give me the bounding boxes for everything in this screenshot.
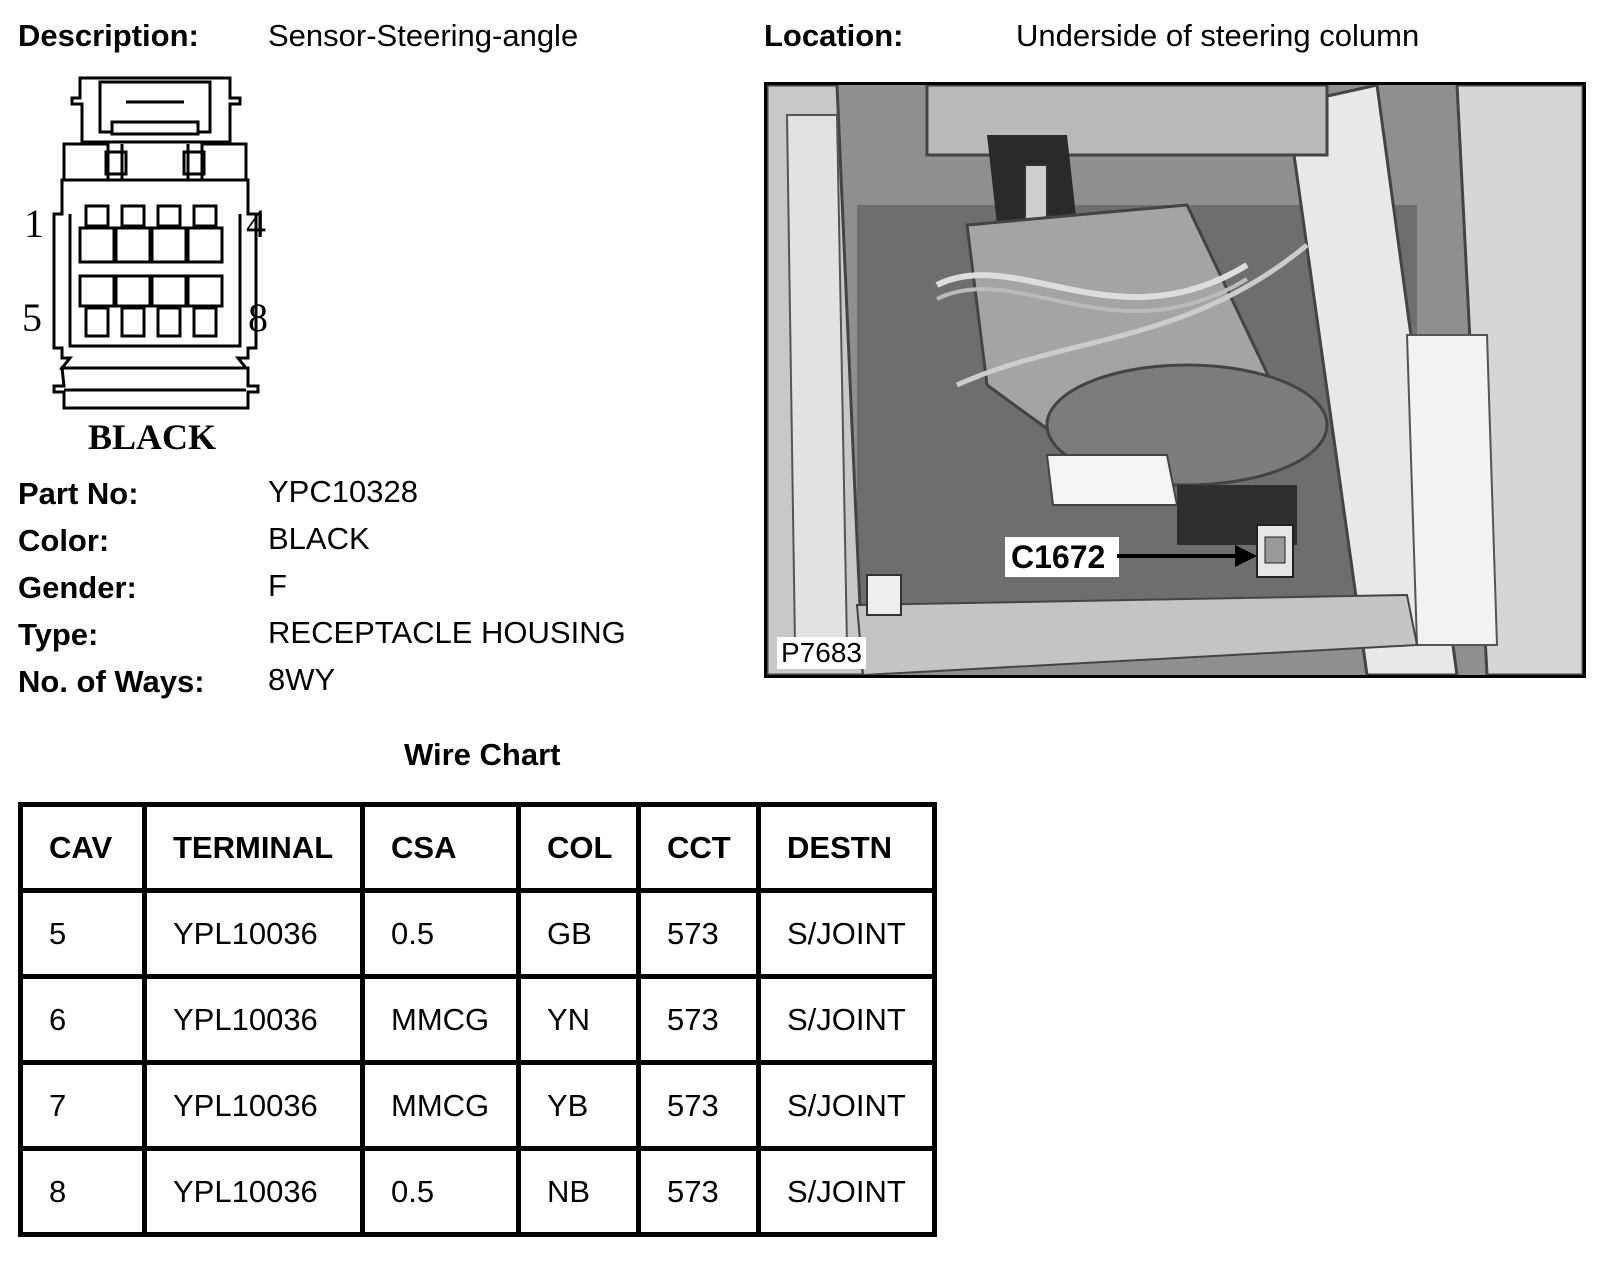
header-col: COL [516,802,641,893]
cell-col: YN [516,974,641,1065]
pin-8-label: 8 [248,295,268,340]
table-row: 5 YPL10036 0.5 GB 573 S/JOINT [18,888,937,979]
color-label: Color: [18,523,110,558]
table-row: 8 YPL10036 0.5 NB 573 S/JOINT [18,1146,937,1237]
pin-4-label: 4 [246,201,266,246]
table-header-row: CAV TERMINAL CSA COL CCT DESTN [18,802,937,893]
cell-col: GB [516,888,641,979]
type-value: RECEPTACLE HOUSING [268,615,626,650]
cell-terminal: YPL10036 [142,1060,365,1151]
description-value: Sensor-Steering-angle [268,18,579,53]
location-label: Location: [764,18,904,53]
table-row: 7 YPL10036 MMCG YB 573 S/JOINT [18,1060,937,1151]
connector-color-label: BLACK [88,417,217,457]
wire-chart-table: CAV TERMINAL CSA COL CCT DESTN 5 YPL1003… [18,802,937,1237]
cell-destn: S/JOINT [756,1146,937,1237]
cell-col: NB [516,1146,641,1237]
header-cav: CAV [18,802,147,893]
cell-cct: 573 [636,974,761,1065]
pin-5-label: 5 [22,295,42,340]
photo-callout: C1672 [1011,539,1106,575]
type-label: Type: [18,617,99,652]
cell-csa: MMCG [360,1060,521,1151]
table-row: 6 YPL10036 MMCG YN 573 S/JOINT [18,974,937,1065]
cell-cav: 8 [18,1146,147,1237]
cell-cav: 6 [18,974,147,1065]
header-terminal: TERMINAL [142,802,365,893]
part-no-value: YPC10328 [268,474,418,509]
cell-terminal: YPL10036 [142,1146,365,1237]
header-csa: CSA [360,802,521,893]
part-no-label: Part No: [18,476,139,511]
photo-reference: P7683 [777,637,866,669]
gender-label: Gender: [18,570,137,605]
cell-destn: S/JOINT [756,1060,937,1151]
wire-chart-title: Wire Chart [404,737,561,772]
cell-destn: S/JOINT [756,888,937,979]
location-value: Underside of steering column [1016,18,1420,53]
location-photo: C1672 P7683 [764,82,1586,678]
ways-label: No. of Ways: [18,664,205,699]
cell-csa: 0.5 [360,888,521,979]
cell-cct: 573 [636,888,761,979]
cell-cav: 5 [18,888,147,979]
gender-value: F [268,568,287,603]
description-label: Description: [18,18,199,53]
ways-value: 8WY [268,662,336,697]
header-destn: DESTN [756,802,937,893]
cell-csa: MMCG [360,974,521,1065]
connector-diagram: 1 4 5 8 BLACK [14,68,284,465]
cell-cct: 573 [636,1060,761,1151]
cell-terminal: YPL10036 [142,974,365,1065]
cell-col: YB [516,1060,641,1151]
pin-1-label: 1 [24,201,44,246]
cell-cav: 7 [18,1060,147,1151]
cell-csa: 0.5 [360,1146,521,1237]
header-cct: CCT [636,802,761,893]
cell-destn: S/JOINT [756,974,937,1065]
cell-terminal: YPL10036 [142,888,365,979]
cell-cct: 573 [636,1146,761,1237]
color-value: BLACK [268,521,370,556]
